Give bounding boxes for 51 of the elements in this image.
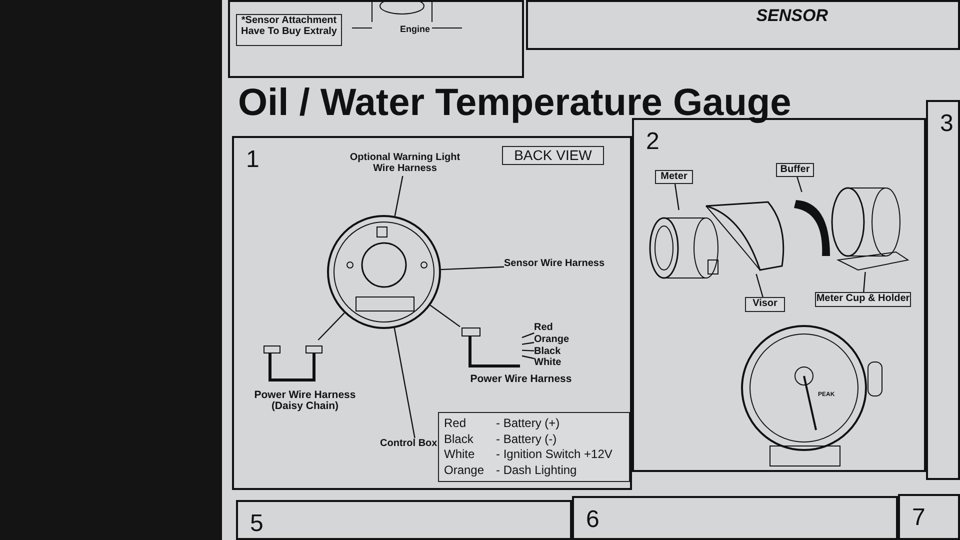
step-number: 1 [246,146,260,174]
wire-label: Orange [534,334,574,345]
page-title: Oil / Water Temperature Gauge [238,82,792,125]
leader-line [440,266,504,270]
step-number: 3 [940,110,954,138]
leader-line [674,184,680,210]
connection-text: - Battery (-) [496,432,558,447]
step-panel [926,100,960,480]
wire-label: Black [534,346,568,357]
wire-label: White [534,357,570,368]
leader-line [756,274,764,298]
step-panel [228,0,524,78]
step-number: 7 [912,504,926,532]
part-label: Meter [655,170,693,184]
leader-line [522,350,534,352]
connection-text: - Battery (+) [496,416,561,432]
step-panel [526,0,960,50]
leader-line [430,304,460,328]
step-number: 5 [250,510,264,538]
step-number: 6 [586,506,600,534]
step-number: 2 [646,128,660,156]
leader-line [394,176,404,216]
callout-text: Optional Warning Light Wire Harness [345,152,465,176]
wire-color-text: White [444,447,476,462]
leader-line [318,312,345,340]
leader-line [796,176,802,192]
step-panel [572,496,898,540]
harness-caption: Power Wire Harness [469,374,573,385]
drawing-caption: Engine [400,24,430,34]
wire-color-text: Orange [444,462,486,478]
note-box: *Sensor Attachment Have To Buy Extraly [236,14,342,46]
callout-text: Sensor Wire Harness [504,258,616,271]
part-label: BACK VIEW [502,146,604,165]
connection-text: - Dash Lighting [496,462,578,478]
harness-caption: Power Wire Harness (Daisy Chain) [253,390,357,412]
leader-line [522,332,534,338]
leader-line [522,342,534,345]
connection-text: - Ignition Switch +12V [496,447,614,462]
leader-line [394,328,416,438]
wire-label: Red [534,322,564,333]
wire-color-text: Red [444,416,468,432]
part-label: Visor [745,297,785,312]
step-panel [898,494,960,540]
leader-line [863,272,866,292]
leader-line [522,355,534,360]
section-heading: SENSOR [756,6,828,26]
step-panel [236,500,572,540]
part-label: Buffer [776,163,814,177]
part-label: Meter Cup & Holder [815,292,911,307]
wire-color-text: Black [444,432,474,447]
step-panel [232,136,632,490]
